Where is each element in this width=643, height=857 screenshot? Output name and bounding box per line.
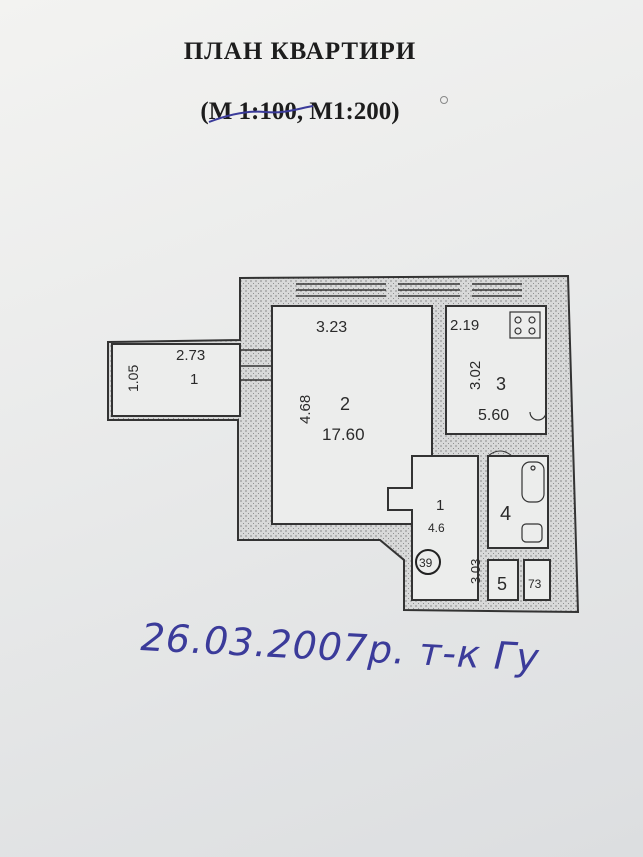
room-2-length: 4.68 [297, 395, 314, 424]
balcony-number: 1 [190, 371, 198, 388]
bathtub-icon [521, 461, 545, 503]
stove-icon [509, 311, 541, 339]
stamp-circle [415, 549, 441, 575]
room-4-number: 4 [500, 503, 511, 525]
room-3-width: 2.19 [450, 317, 479, 334]
room-1-number: 1 [436, 497, 444, 514]
room-3-floor [445, 305, 547, 435]
scale-line: (М 1:100, М1:200) [0, 98, 600, 126]
room-1-floor [387, 455, 479, 601]
scale-active: , М1:200) [296, 98, 400, 125]
room-3-length: 3.02 [467, 361, 484, 390]
room-2-number: 2 [340, 394, 350, 414]
room-5-number: 5 [497, 574, 507, 594]
scale-paren-open: ( [200, 98, 209, 125]
toilet-icon [521, 523, 543, 543]
balcony-floor [111, 343, 241, 417]
balcony-door [240, 349, 272, 381]
room-1-dimension: 3.03 [468, 559, 483, 584]
top-windows [296, 283, 522, 297]
room-5-floor [487, 559, 519, 601]
room-2-width: 3.23 [316, 319, 347, 336]
room-73-label: 73 [528, 577, 542, 591]
balcony-width: 2.73 [176, 347, 205, 364]
room-2-area: 17.60 [322, 425, 365, 444]
sink-icon [529, 411, 547, 421]
page-title: ПЛАН КВАРТИРИ [183, 38, 417, 65]
paper-dot [440, 96, 448, 104]
room-73-floor [523, 559, 551, 601]
balcony-depth: 1.05 [125, 365, 141, 392]
room-3-number: 3 [496, 374, 506, 394]
stamp-number: 39 [419, 556, 433, 570]
room-3-area: 5.60 [478, 407, 509, 424]
scale-crossed-out: М 1:100 [208, 98, 313, 125]
door-arc-bath [487, 450, 513, 457]
room-1-area: 4.6 [428, 521, 445, 535]
